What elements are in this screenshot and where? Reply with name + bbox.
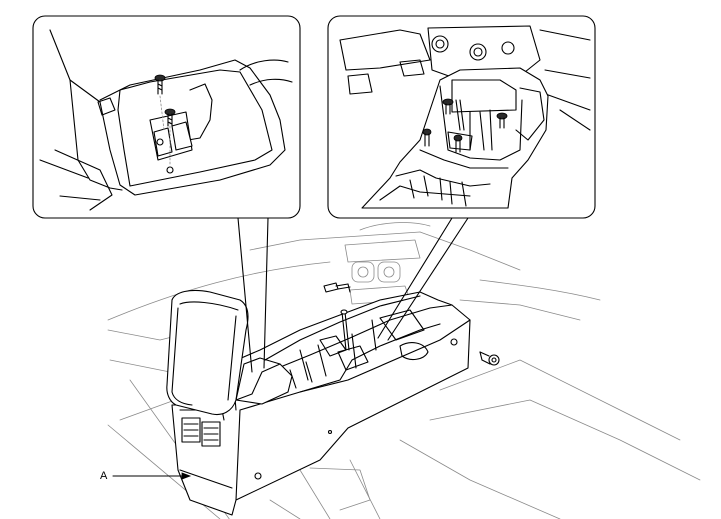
background-interior-lines <box>107 222 701 519</box>
callout-a-leader <box>112 472 192 480</box>
detail-callout-lines <box>237 217 469 373</box>
floor-console <box>171 291 471 516</box>
detail-bolt-3 <box>422 128 432 147</box>
detail-box-console-bolts <box>327 15 596 219</box>
armrest-lid <box>166 289 293 416</box>
detail-bolt-2 <box>496 112 508 129</box>
detail-box-armrest-bolts <box>32 15 301 219</box>
detail-bolt-1 <box>442 98 454 115</box>
bolt-left <box>323 282 351 293</box>
callout-label-a: A <box>100 470 108 482</box>
detail-bolt-4 <box>453 134 463 153</box>
bolt-right <box>479 351 500 366</box>
